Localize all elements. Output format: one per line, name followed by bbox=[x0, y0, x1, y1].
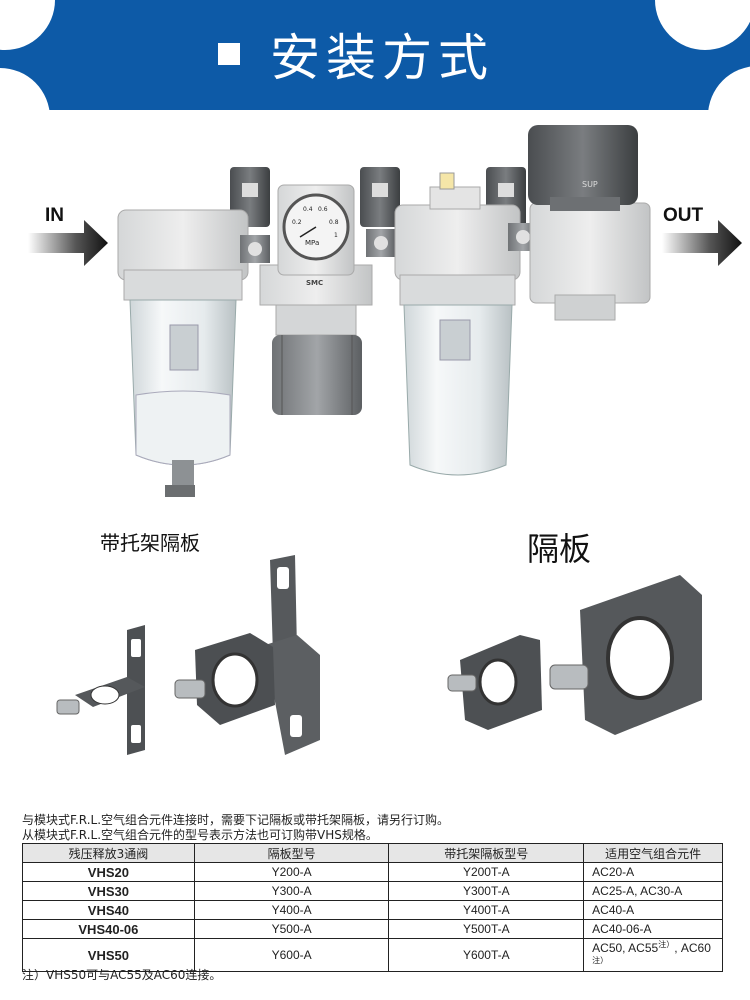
cell-applicable: AC40-06-A bbox=[583, 919, 723, 939]
gauge-tick: 0.6 bbox=[318, 206, 328, 213]
note-line-2: 从模块式F.R.L.空气组合元件的型号表示方法也可订购带VHS规格。 bbox=[22, 828, 378, 842]
cell-valve: VHS40 bbox=[22, 900, 195, 920]
cell-valve: VHS40-06 bbox=[22, 919, 195, 939]
gauge-tick: 0.2 bbox=[292, 219, 302, 226]
footnote-marker: 注） bbox=[592, 956, 609, 965]
footnote: 注）VHS50可与AC55及AC60连接。 bbox=[22, 968, 222, 982]
cell-bracket: Y500T-A bbox=[388, 919, 585, 939]
spacer-plate-illustration bbox=[447, 575, 702, 735]
square-bullet-icon bbox=[218, 43, 240, 65]
cell-plate: Y500-A bbox=[193, 919, 390, 939]
cell-plate: Y300-A bbox=[193, 881, 390, 901]
table-row: VHS40-06 Y500-A Y500T-A AC40-06-A bbox=[22, 919, 723, 939]
cell-applicable: AC40-A bbox=[583, 900, 723, 920]
cell-valve: VHS30 bbox=[22, 881, 195, 901]
gauge-unit: MPa bbox=[305, 239, 319, 247]
cell-valve: VHS20 bbox=[22, 862, 195, 882]
cell-plate: Y200-A bbox=[193, 862, 390, 882]
gauge-tick: 1 bbox=[334, 232, 338, 239]
title-wrap: 安装方式 bbox=[218, 14, 494, 94]
in-label: IN bbox=[45, 205, 64, 226]
cell-applicable: AC50, AC55注）, AC60注） bbox=[583, 938, 723, 972]
knob-label: SUP bbox=[582, 180, 598, 189]
cell-applicable: AC20-A bbox=[583, 862, 723, 882]
header-banner: 安装方式 bbox=[0, 0, 750, 110]
table-row: VHS40 Y400-A Y400T-A AC40-A bbox=[22, 900, 723, 920]
banner-corner-circle bbox=[708, 66, 750, 110]
table-row: VHS20 Y200-A Y200T-A AC20-A bbox=[22, 862, 723, 882]
header-applicable: 适用空气组合元件 bbox=[583, 843, 723, 863]
gauge-tick: 0.4 bbox=[303, 206, 313, 213]
out-arrow-icon bbox=[662, 220, 742, 266]
table-row: VHS50 Y600-A Y600T-A AC50, AC55注）, AC60注… bbox=[22, 938, 723, 972]
cell-applicable: AC25-A, AC30-A bbox=[583, 881, 723, 901]
cell-valve: VHS50 bbox=[22, 938, 195, 972]
footnote-marker: 注） bbox=[658, 940, 675, 949]
banner-corner-circle bbox=[0, 68, 50, 110]
applicable-text: AC50, AC55 bbox=[592, 941, 659, 955]
cell-plate: Y400-A bbox=[193, 900, 390, 920]
banner-corner-circle bbox=[655, 0, 750, 50]
header-valve: 残压释放3通阀 bbox=[22, 843, 195, 863]
spacer-plate-label: 隔板 bbox=[527, 530, 592, 568]
header-plate: 隔板型号 bbox=[193, 843, 390, 863]
cell-plate: Y600-A bbox=[193, 938, 390, 972]
brand-logo-text: SMC bbox=[306, 279, 323, 287]
gauge-tick: 0.8 bbox=[329, 219, 339, 226]
note-line-1: 与模块式F.R.L.空气组合元件连接时，需要下记隔板或带托架隔板，请另行订购。 bbox=[22, 813, 450, 827]
in-arrow-icon bbox=[28, 220, 108, 266]
banner-corner-circle bbox=[0, 0, 55, 50]
out-label: OUT bbox=[663, 205, 704, 226]
bracket-spacer-illustration bbox=[56, 555, 320, 755]
applicable-text: , AC60 bbox=[674, 941, 711, 955]
table-header-row: 残压释放3通阀 隔板型号 带托架隔板型号 适用空气组合元件 bbox=[22, 843, 723, 863]
frl-assembly-illustration: 0.2 0.4 0.6 0.8 1 MPa SMC SUP bbox=[117, 125, 651, 497]
bracket-plate-label: 带托架隔板 bbox=[100, 531, 200, 555]
cell-bracket: Y600T-A bbox=[388, 938, 585, 972]
cell-bracket: Y300T-A bbox=[388, 881, 585, 901]
header-bracket: 带托架隔板型号 bbox=[388, 843, 585, 863]
cell-bracket: Y200T-A bbox=[388, 862, 585, 882]
spec-table: 残压释放3通阀 隔板型号 带托架隔板型号 适用空气组合元件 VHS20 Y200… bbox=[22, 843, 723, 972]
cell-bracket: Y400T-A bbox=[388, 900, 585, 920]
table-row: VHS30 Y300-A Y300T-A AC25-A, AC30-A bbox=[22, 881, 723, 901]
page-title: 安装方式 bbox=[270, 29, 494, 87]
